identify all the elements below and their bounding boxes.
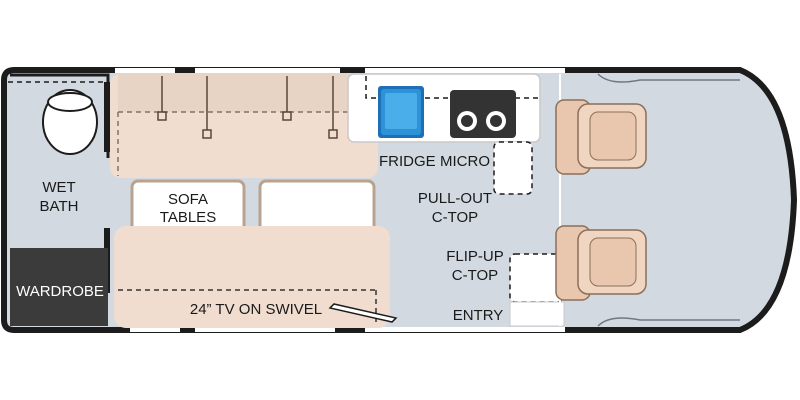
driver-seat-icon [555, 99, 647, 175]
fridge-icon [378, 86, 424, 138]
wet-bath-label-line2: BATH [40, 198, 79, 215]
toilet-icon [42, 89, 98, 155]
flipup-label-line2: C-TOP [452, 267, 498, 284]
flipup-label-line1: FLIP-UP [446, 248, 504, 265]
entry-label: ENTRY [453, 307, 504, 324]
wardrobe [10, 248, 108, 326]
tv-label: 24” TV ON SWIVEL [190, 301, 322, 318]
microwave-icon [450, 90, 516, 138]
pullout-label-line1: PULL-OUT [418, 190, 492, 207]
sofa-lower [114, 226, 390, 328]
window-strips [115, 68, 565, 332]
wet-bath [8, 73, 110, 158]
passenger-seat-icon [555, 225, 647, 301]
sofa-label: SOFA [168, 191, 208, 208]
fridge-label: FRIDGE [379, 153, 436, 170]
tables-label: TABLES [160, 209, 216, 226]
sofa-upper [110, 74, 378, 178]
tv-swivel-icon [328, 303, 398, 323]
wardrobe-label: WARDROBE [16, 283, 104, 300]
cab-outline [597, 73, 740, 327]
entry-step [509, 301, 565, 327]
wet-bath-label-line1: WET [42, 179, 75, 196]
micro-label: MICRO [440, 153, 490, 170]
pullout-ctop [493, 141, 533, 195]
flipup-ctop [509, 253, 563, 303]
pullout-label-line2: C-TOP [432, 209, 478, 226]
